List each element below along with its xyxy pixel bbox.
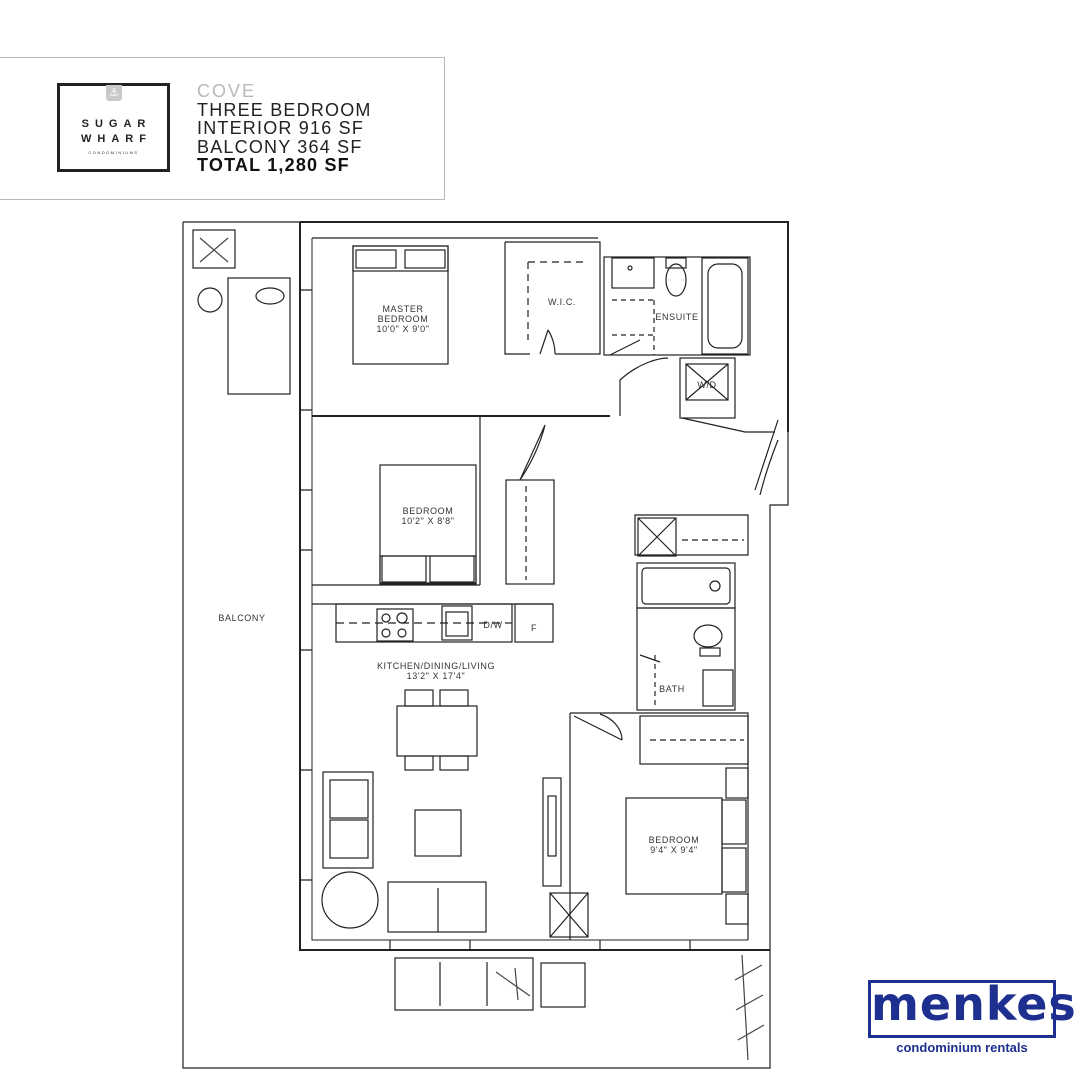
room-bath: BATH: [659, 684, 685, 694]
logo-subline: CONDOMINIUMS: [88, 150, 139, 155]
unit-header: [0, 57, 445, 200]
room-master-bedroom: MASTER BEDROOM 10'0" X 9'0": [376, 304, 430, 334]
room-wd: W/D: [697, 380, 717, 390]
unit-balcony: BALCONY 364 SF: [197, 136, 363, 157]
room-balcony: BALCONY: [218, 613, 266, 623]
logo-line-1: SUGAR: [81, 118, 152, 130]
room-kitchen-dining-living: KITCHEN/DINING/LIVING 13'2" X 17'4": [376, 661, 496, 681]
room-bedroom-3: BEDROOM 9'4" X 9'4": [648, 835, 700, 855]
balcony-outline: [182, 222, 771, 1069]
unit-interior: INTERIOR 916 SF: [197, 118, 365, 138]
room-bedroom-2: BEDROOM 10'2" X 8'8": [401, 506, 455, 526]
room-wic: W.I.C.: [547, 297, 577, 307]
unit-info: COVE THREE BEDROOM INTERIOR 916 SF BALCO…: [197, 82, 372, 175]
appliance-dishwasher: D/W: [483, 620, 503, 630]
unit-total: TOTAL 1,280 SF: [197, 155, 350, 175]
room-ensuite: ENSUITE: [655, 312, 699, 322]
unit-type: THREE BEDROOM: [197, 99, 372, 120]
unit-name: COVE: [197, 81, 257, 101]
menkes-tagline: condominium rentals: [896, 1040, 1028, 1055]
logo-line-2: WHARF: [81, 133, 152, 145]
appliance-fridge: F: [530, 623, 538, 633]
menkes-logo: menkes: [868, 977, 1077, 1038]
anchor-icon: ⚓: [106, 85, 122, 101]
menkes-wordmark: menkes: [871, 977, 1077, 1031]
sugar-wharf-logo: ⚓ SUGAR WHARF CONDOMINIUMS: [57, 83, 170, 172]
